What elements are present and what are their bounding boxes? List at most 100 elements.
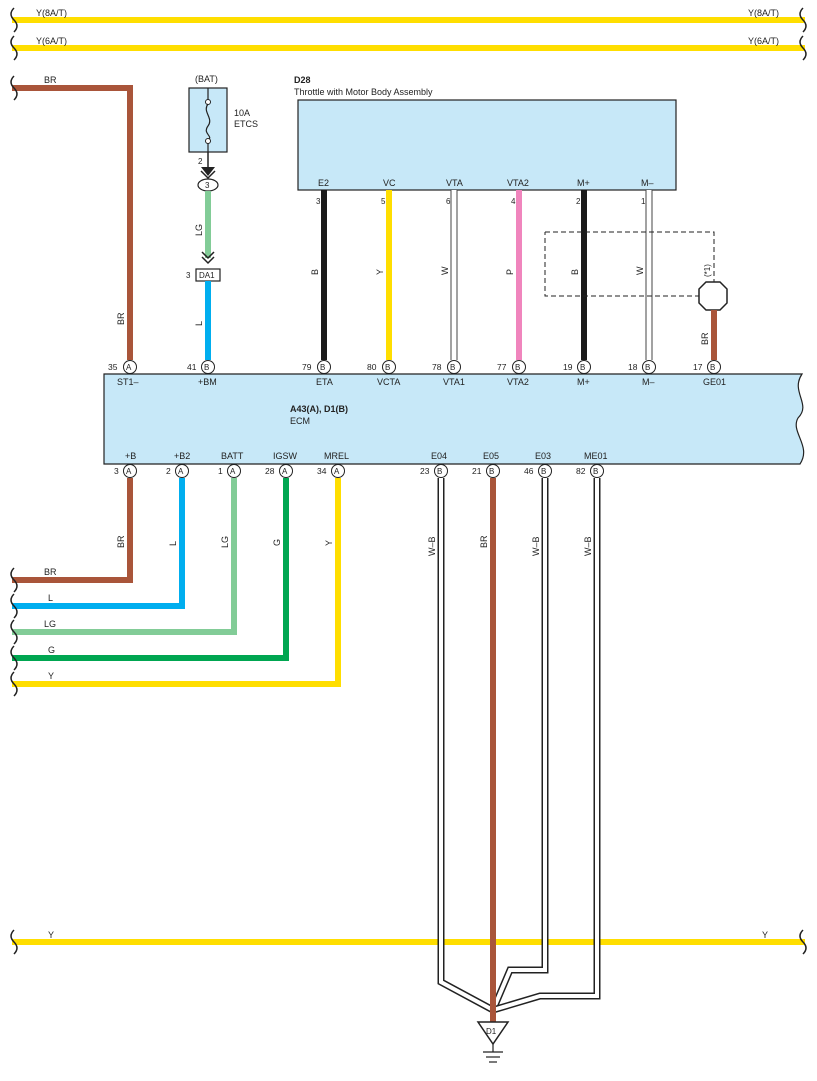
svg-text:E2: E2	[318, 178, 329, 188]
fuse-terminal	[205, 99, 211, 105]
break-mark	[10, 671, 18, 697]
svg-text:6: 6	[446, 197, 451, 206]
svg-text:17: 17	[693, 362, 703, 372]
svg-text:46: 46	[524, 466, 534, 476]
fuse-source: (BAT)	[195, 74, 218, 84]
svg-text:BATT: BATT	[221, 451, 244, 461]
bus-label: Y	[48, 930, 54, 940]
svg-text:41: 41	[187, 362, 197, 372]
svg-text:1: 1	[218, 466, 223, 476]
throttle-pin-vta2: VTA2 4 P	[505, 178, 529, 360]
fuse-terminal	[205, 138, 211, 144]
ecm-bottom-pin: E05 B 21	[472, 451, 500, 478]
svg-text:M+: M+	[577, 178, 590, 188]
wire-label: L	[48, 593, 53, 603]
bus-label: Y(8A/T)	[748, 8, 779, 18]
svg-text:+B2: +B2	[174, 451, 190, 461]
throttle-pin-vta: VTA 6 W	[440, 178, 463, 360]
wire-label: BR	[44, 567, 57, 577]
wire-label: Y	[48, 671, 54, 681]
svg-text:2: 2	[166, 466, 171, 476]
svg-text:E05: E05	[483, 451, 499, 461]
wire-y-mrel	[12, 478, 341, 687]
svg-text:18: 18	[628, 362, 638, 372]
svg-text:+BM: +BM	[198, 377, 217, 387]
svg-text:M+: M+	[577, 377, 590, 387]
ecm-name: ECM	[290, 416, 310, 426]
svg-text:4: 4	[511, 197, 516, 206]
break-mark	[10, 35, 18, 61]
svg-text:B: B	[437, 467, 442, 476]
wire-label: BR	[116, 312, 126, 325]
wire-label: G	[272, 539, 282, 546]
ecm-bottom-pin: BATT A 1	[218, 451, 244, 478]
svg-text:VTA2: VTA2	[507, 178, 529, 188]
wire-label: Y	[324, 540, 334, 546]
break-mark	[10, 593, 18, 619]
bus-label: Y(6A/T)	[36, 36, 67, 46]
shield-box	[544, 231, 715, 297]
svg-text:34: 34	[317, 466, 327, 476]
throttle-box	[297, 99, 677, 191]
svg-text:B: B	[450, 363, 455, 372]
svg-text:B: B	[489, 467, 494, 476]
svg-text:28: 28	[265, 466, 275, 476]
svg-text:B: B	[580, 363, 585, 372]
fuse-pin: 2	[198, 157, 203, 166]
svg-text:ETA: ETA	[316, 377, 333, 387]
svg-text:79: 79	[302, 362, 312, 372]
ground-d1: D1	[476, 1021, 510, 1063]
shield-ground-icon	[698, 281, 728, 311]
ecm-top-pin: B 77 VTA2	[497, 360, 529, 387]
connector-arrow-icon	[201, 251, 215, 260]
wire-label: W–B	[427, 536, 437, 556]
svg-text:B: B	[385, 363, 390, 372]
wire-label: BR	[116, 535, 126, 548]
wire-label: W–B	[583, 536, 593, 556]
throttle-pin-e2: E2 3 B	[310, 178, 329, 360]
bus-label: Y	[762, 930, 768, 940]
svg-text:M–: M–	[641, 178, 654, 188]
svg-text:B: B	[710, 363, 715, 372]
svg-text:A: A	[334, 467, 340, 476]
wire-label: BR	[700, 332, 710, 345]
svg-text:A: A	[178, 467, 184, 476]
ecm-top-pin: B 18 M–	[628, 360, 656, 387]
connector-arrow-icon	[201, 167, 215, 176]
wire-br-b	[12, 478, 133, 583]
wire-label: BR	[479, 535, 489, 548]
wire-label: W–B	[531, 536, 541, 556]
svg-text:D1: D1	[486, 1027, 497, 1036]
break-mark	[10, 75, 18, 101]
svg-text:B: B	[593, 467, 598, 476]
break-mark	[10, 7, 18, 33]
shield-note: (*1)	[703, 264, 712, 277]
wire-lg-batt	[12, 478, 237, 635]
svg-text:M–: M–	[642, 377, 655, 387]
svg-text:VTA1: VTA1	[443, 377, 465, 387]
svg-text:W: W	[440, 266, 450, 275]
ecm-top-pin: B 41 +BM	[187, 360, 217, 387]
break-mark	[10, 619, 18, 645]
svg-text:W: W	[635, 266, 645, 275]
svg-text:Y: Y	[375, 269, 385, 275]
svg-text:A: A	[282, 467, 288, 476]
ground-wires	[437, 478, 601, 1022]
connector-arrow-icon	[201, 256, 215, 265]
ecm-top-pin: B 17 GE01	[693, 360, 726, 387]
svg-text:E04: E04	[431, 451, 447, 461]
ecm-bottom-pin: MREL A 34	[317, 451, 349, 478]
svg-text:5: 5	[381, 197, 386, 206]
fuse-name: ETCS	[234, 119, 258, 129]
svg-text:IGSW: IGSW	[273, 451, 298, 461]
throttle-pin-m-minus: M– 1 W	[635, 178, 654, 360]
svg-text:VC: VC	[383, 178, 396, 188]
svg-text:ME01: ME01	[584, 451, 608, 461]
ecm-top-pin: B 78 VTA1	[432, 360, 465, 387]
ecm-bottom-pin: +B A 3	[114, 451, 137, 478]
svg-text:B: B	[515, 363, 520, 372]
wire-label: G	[48, 645, 55, 655]
svg-text:1: 1	[641, 197, 646, 206]
